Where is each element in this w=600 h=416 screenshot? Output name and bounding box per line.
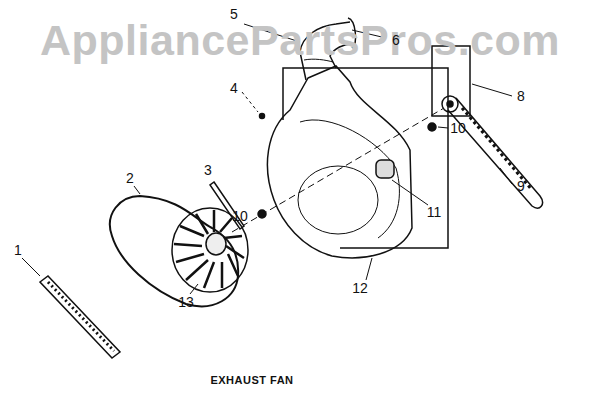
callout-number: 13 [178, 295, 194, 309]
callout-number: 6 [392, 33, 400, 47]
pulley-hub [447, 101, 453, 107]
washer [258, 210, 266, 218]
blower-housing [267, 66, 412, 258]
callout-number: 3 [204, 163, 212, 177]
belt [448, 98, 542, 208]
bushing [376, 160, 394, 178]
axis-line [232, 108, 444, 232]
leader-line [472, 84, 512, 96]
callout-number: 1 [14, 243, 22, 257]
housing-inner-line [300, 120, 399, 238]
callout-number: 11 [427, 205, 442, 219]
belt-pattern [48, 282, 114, 351]
leader-line [438, 127, 448, 128]
callout-number: 4 [230, 81, 238, 95]
screw [260, 114, 265, 119]
callout-number: 8 [517, 89, 525, 103]
leader-line [366, 258, 372, 280]
leader-line [392, 180, 428, 205]
drive-belt [40, 276, 120, 358]
belt-pattern [462, 108, 532, 190]
housing-panel [283, 68, 448, 248]
caption: EXHAUST FAN [210, 375, 293, 386]
callout-number: 12 [352, 281, 368, 295]
leader-line [500, 168, 512, 184]
housing-opening [298, 166, 378, 234]
callout-number: 5 [230, 7, 238, 21]
callout-number: 10 [450, 121, 466, 135]
callout-number: 10 [232, 209, 248, 223]
leader-line [190, 284, 198, 294]
watermark: AppliancePartsPros.com [40, 19, 560, 62]
gasket [110, 196, 238, 306]
leader-line [242, 92, 258, 112]
leader-line [134, 186, 140, 194]
leader-line [22, 258, 40, 276]
callout-number: 9 [517, 179, 525, 193]
callout-number: 2 [126, 171, 134, 185]
fan-wheel [172, 208, 248, 292]
washer [428, 123, 436, 131]
